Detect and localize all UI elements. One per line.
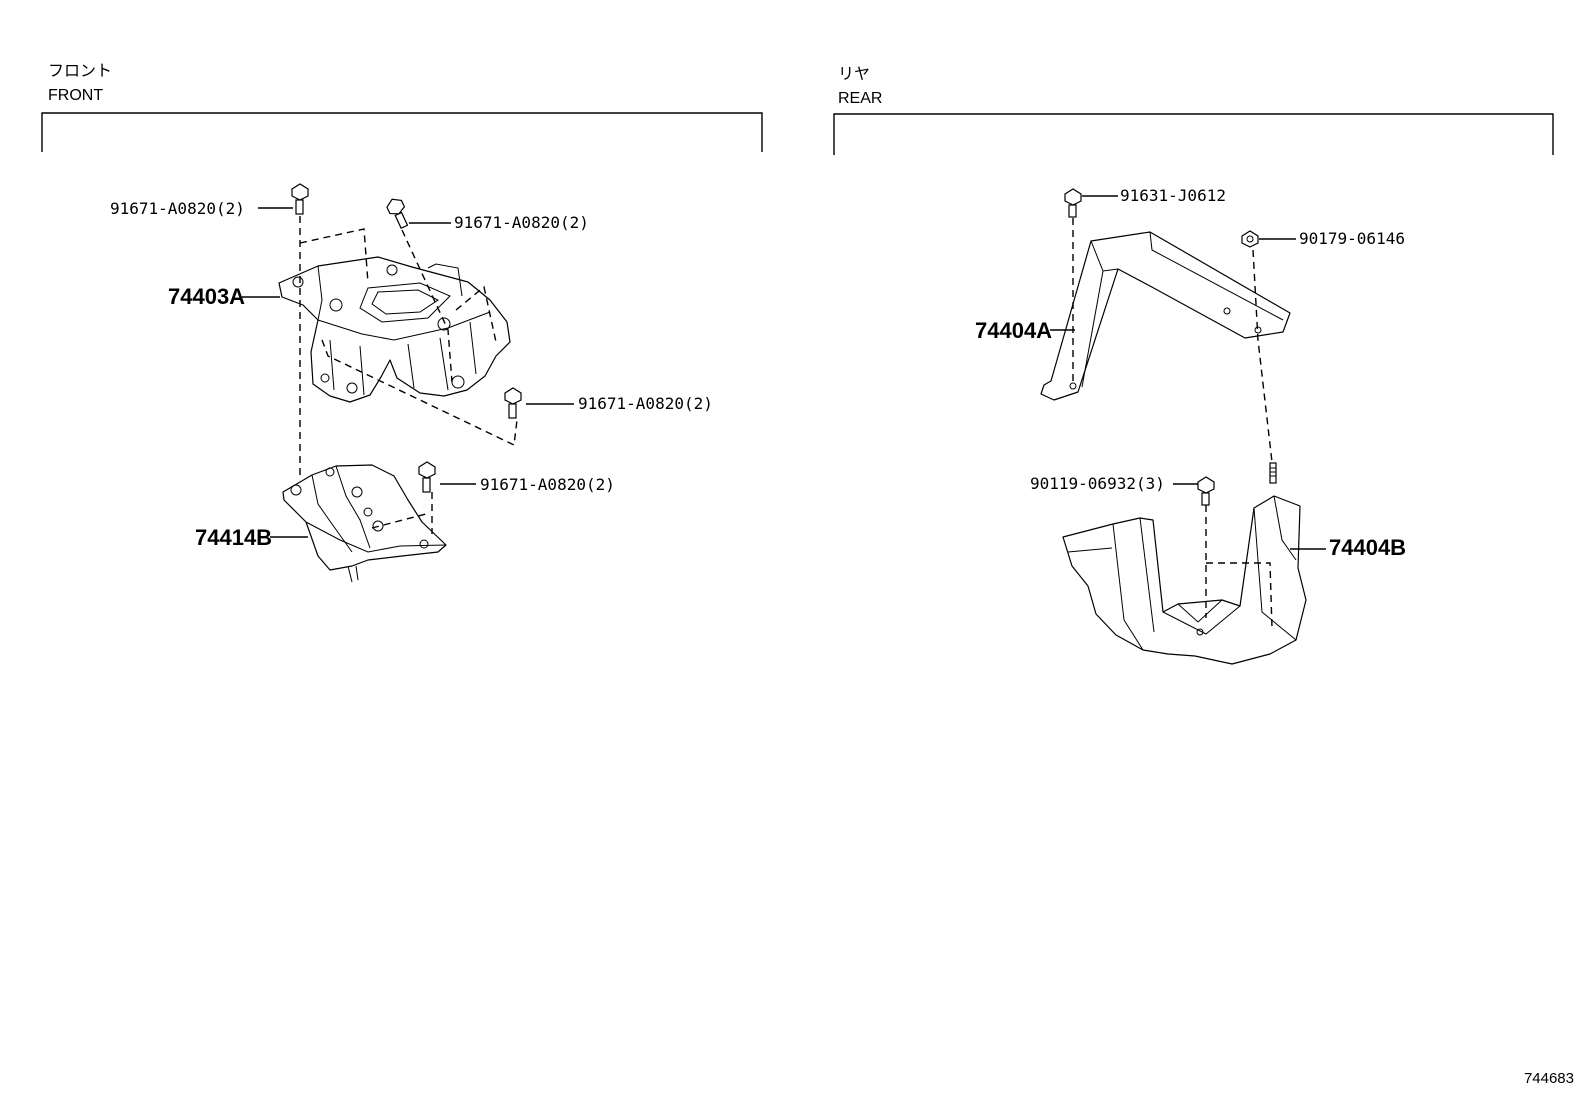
bracket-74404A-drawing	[1040, 231, 1291, 401]
front-label-en: FRONT	[48, 87, 103, 104]
part-number-label: 91671-A0820(2)	[454, 213, 589, 232]
bracket-74414B-drawing	[282, 464, 447, 583]
bolt-icon	[418, 461, 436, 493]
bracket-74403A-drawing	[278, 256, 511, 403]
part-number-label: 91671-A0820(2)	[110, 199, 245, 218]
bolt-icon	[1197, 476, 1215, 506]
part-number-label: 91671-A0820(2)	[480, 475, 615, 494]
rear-label-jp: リヤ	[838, 64, 870, 83]
bolt-icon	[386, 198, 409, 229]
rear-leader-lines	[1050, 195, 1326, 550]
front-assembly-lines	[299, 216, 518, 534]
stud-icon	[1269, 462, 1277, 484]
part-number-label: 90179-06146	[1299, 229, 1405, 248]
rear-section-header: リヤ REAR	[833, 64, 1554, 155]
bolt-icon	[504, 387, 522, 419]
front-section-header: フロント FRONT	[41, 61, 763, 152]
part-number-label: 90119-06932(3)	[1030, 474, 1165, 493]
nut-icon	[1241, 230, 1259, 248]
part-number-label: 74414B	[195, 525, 272, 550]
front-section-bracket	[41, 112, 763, 152]
part-number-label: 74404A	[975, 318, 1052, 343]
bolt-icon	[291, 183, 309, 215]
part-number-label: 91671-A0820(2)	[578, 394, 713, 413]
diagram-reference-number: 744683	[1524, 1070, 1574, 1087]
rear-label-en: REAR	[838, 90, 882, 107]
part-number-label: 74403A	[168, 284, 245, 309]
part-number-label: 91631-J0612	[1120, 186, 1226, 205]
rear-assembly-lines	[1072, 218, 1273, 629]
bolt-icon	[1064, 188, 1082, 218]
front-leader-lines	[242, 207, 574, 538]
front-label-jp: フロント	[48, 61, 112, 80]
bracket-74404B-drawing	[1062, 495, 1307, 665]
part-number-label: 74404B	[1329, 535, 1406, 560]
rear-section-bracket	[833, 113, 1554, 155]
